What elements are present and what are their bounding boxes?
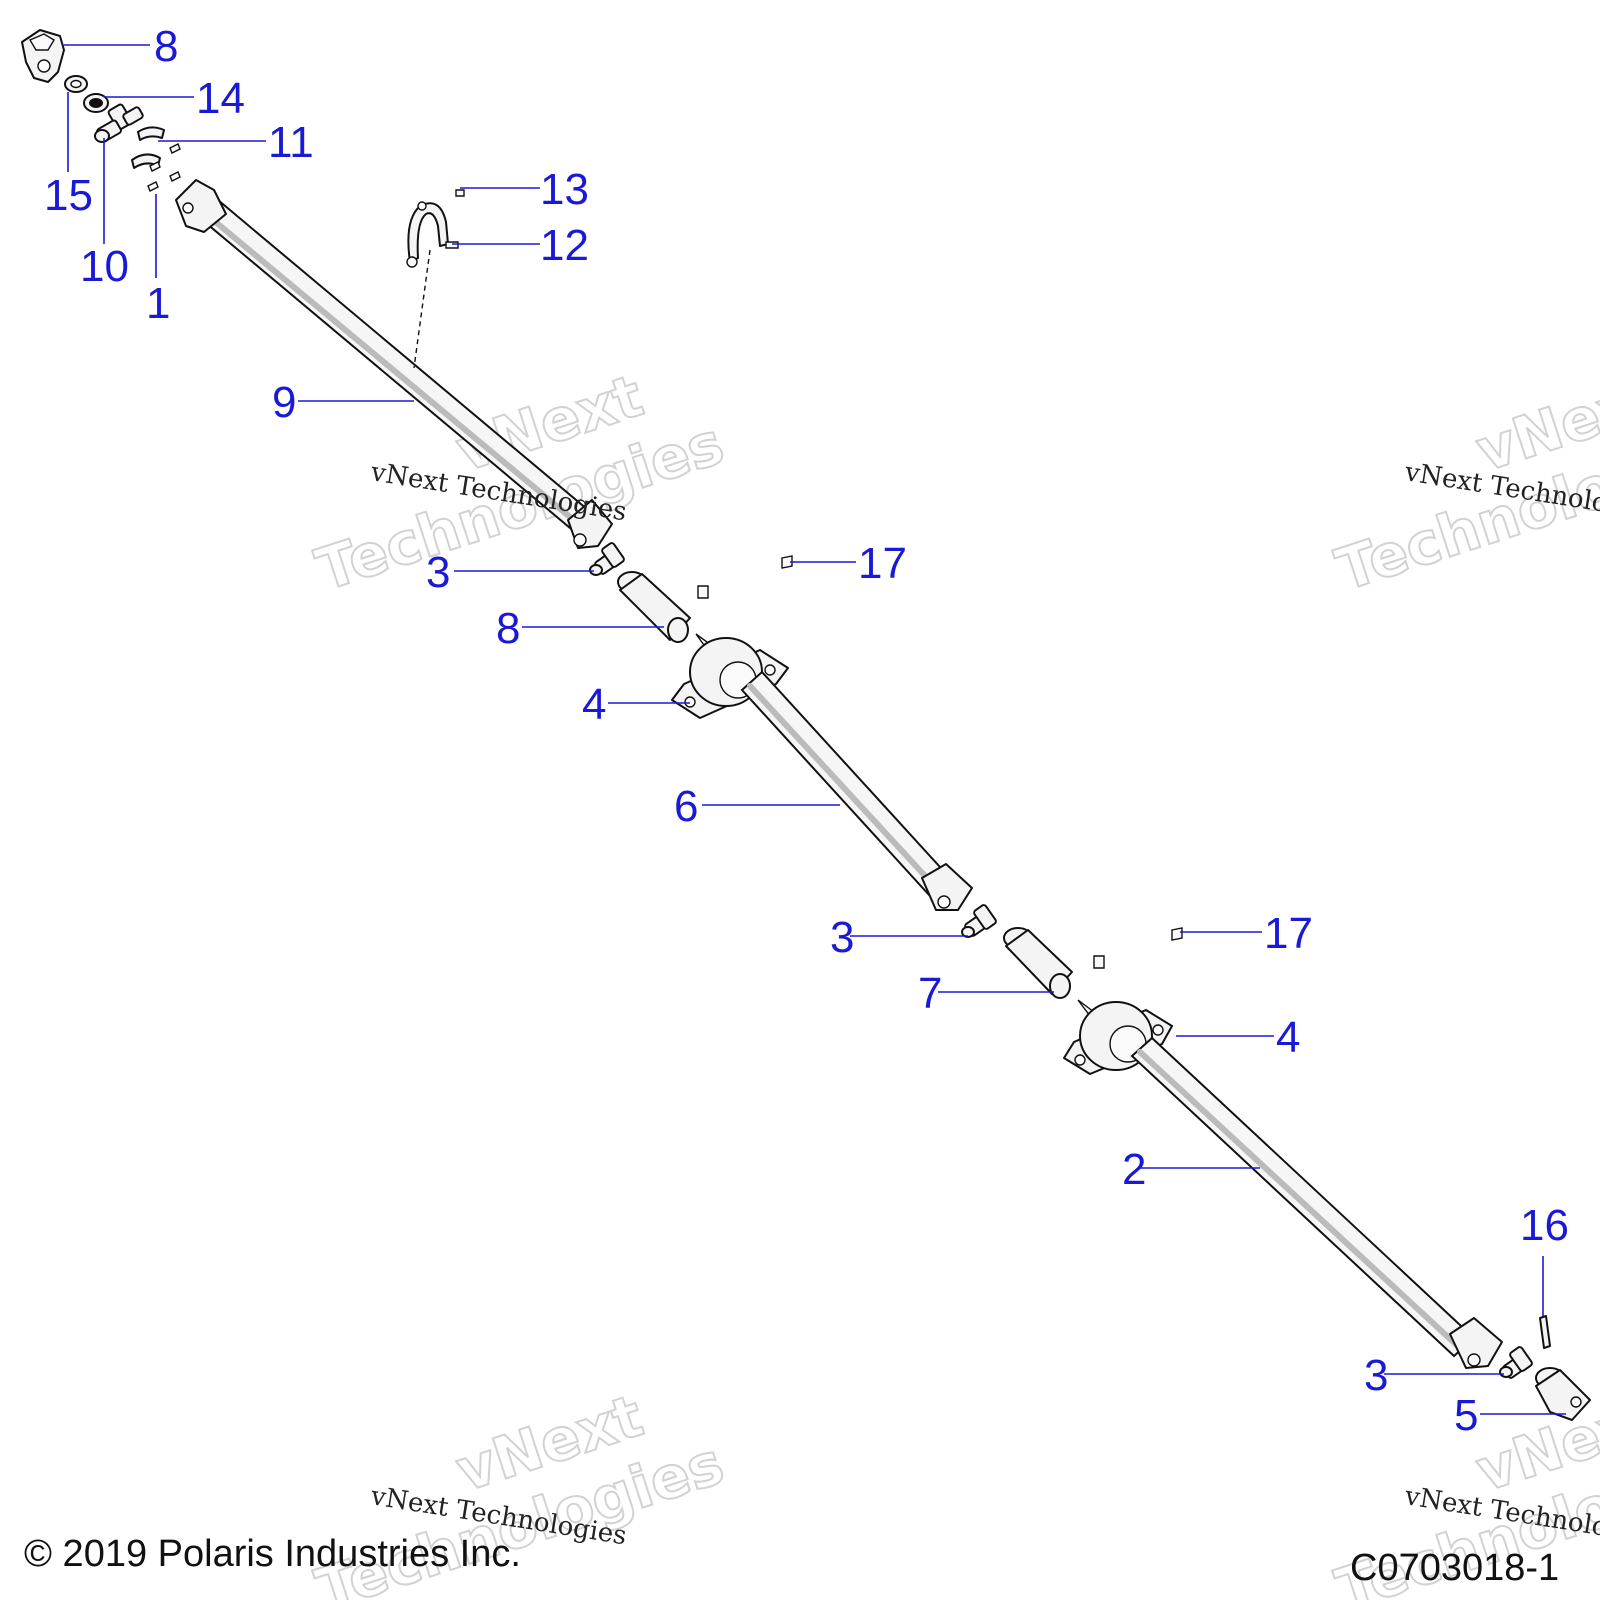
callout-1: 1: [146, 279, 170, 328]
clip-screw: [455, 189, 465, 197]
callout-13: 13: [540, 165, 589, 214]
callout-17-second: 17: [1264, 909, 1313, 958]
callout-3-first: 3: [426, 548, 450, 597]
callout-16: 16: [1520, 1201, 1569, 1250]
callout-4-first: 4: [582, 680, 606, 729]
seal: [83, 93, 109, 113]
assembly-line: [413, 249, 431, 369]
bolt-17-a: [781, 555, 793, 569]
callout-14: 14: [196, 74, 245, 123]
callout-labels: 8 14 11 15 10 1 13 12 9 3 17 8 4 6 3 17 …: [44, 22, 1569, 1440]
slip-yoke-middle: [617, 571, 691, 643]
callout-15: 15: [44, 171, 93, 220]
roll-pin: [1539, 1315, 1551, 1349]
watermark-group: vNext Technologies vNext Technologies vN…: [307, 360, 1600, 1600]
callout-11: 11: [268, 118, 314, 167]
watermark-script-group: vNext Technologies vNext Technologies vN…: [368, 457, 1600, 1551]
end-yoke: [1535, 1367, 1591, 1421]
callout-8-middle: 8: [496, 604, 520, 653]
rear-prop-shaft: [1130, 1036, 1503, 1369]
line-art: [21, 29, 1591, 1421]
callout-4-second: 4: [1276, 1013, 1300, 1062]
callout-5: 5: [1454, 1391, 1478, 1440]
hose-clip: [406, 201, 459, 268]
u-joint-b: [961, 904, 997, 938]
middle-prop-shaft: [740, 670, 973, 911]
callout-6: 6: [674, 782, 698, 831]
u-joint-cross-top: [94, 103, 144, 143]
strap-upper: [137, 126, 165, 141]
strap-bolts: [147, 143, 181, 192]
callout-10: 10: [80, 242, 129, 291]
callout-9: 9: [272, 378, 296, 427]
callout-17-first: 17: [858, 539, 907, 588]
callout-12: 12: [540, 221, 589, 270]
copyright-text: © 2019 Polaris Industries Inc.: [24, 1533, 521, 1575]
yoke-flange-top: [21, 29, 65, 83]
u-joint-a: [589, 542, 625, 576]
bolt-mid-a: [697, 585, 709, 599]
callout-3-third: 3: [1364, 1351, 1388, 1400]
front-prop-shaft: [175, 179, 613, 549]
u-joint-c: [1499, 1346, 1533, 1379]
bolt-17-b: [1171, 927, 1183, 941]
slip-yoke-b: [1003, 927, 1073, 999]
leader-lines: [62, 44, 1566, 1415]
callout-2: 2: [1122, 1145, 1146, 1194]
callout-7: 7: [918, 969, 942, 1018]
callout-8-top: 8: [154, 22, 178, 71]
callout-3-second: 3: [830, 913, 854, 962]
figure-code: C0703018-1: [1350, 1547, 1559, 1589]
bolt-mid-b: [1093, 955, 1105, 969]
